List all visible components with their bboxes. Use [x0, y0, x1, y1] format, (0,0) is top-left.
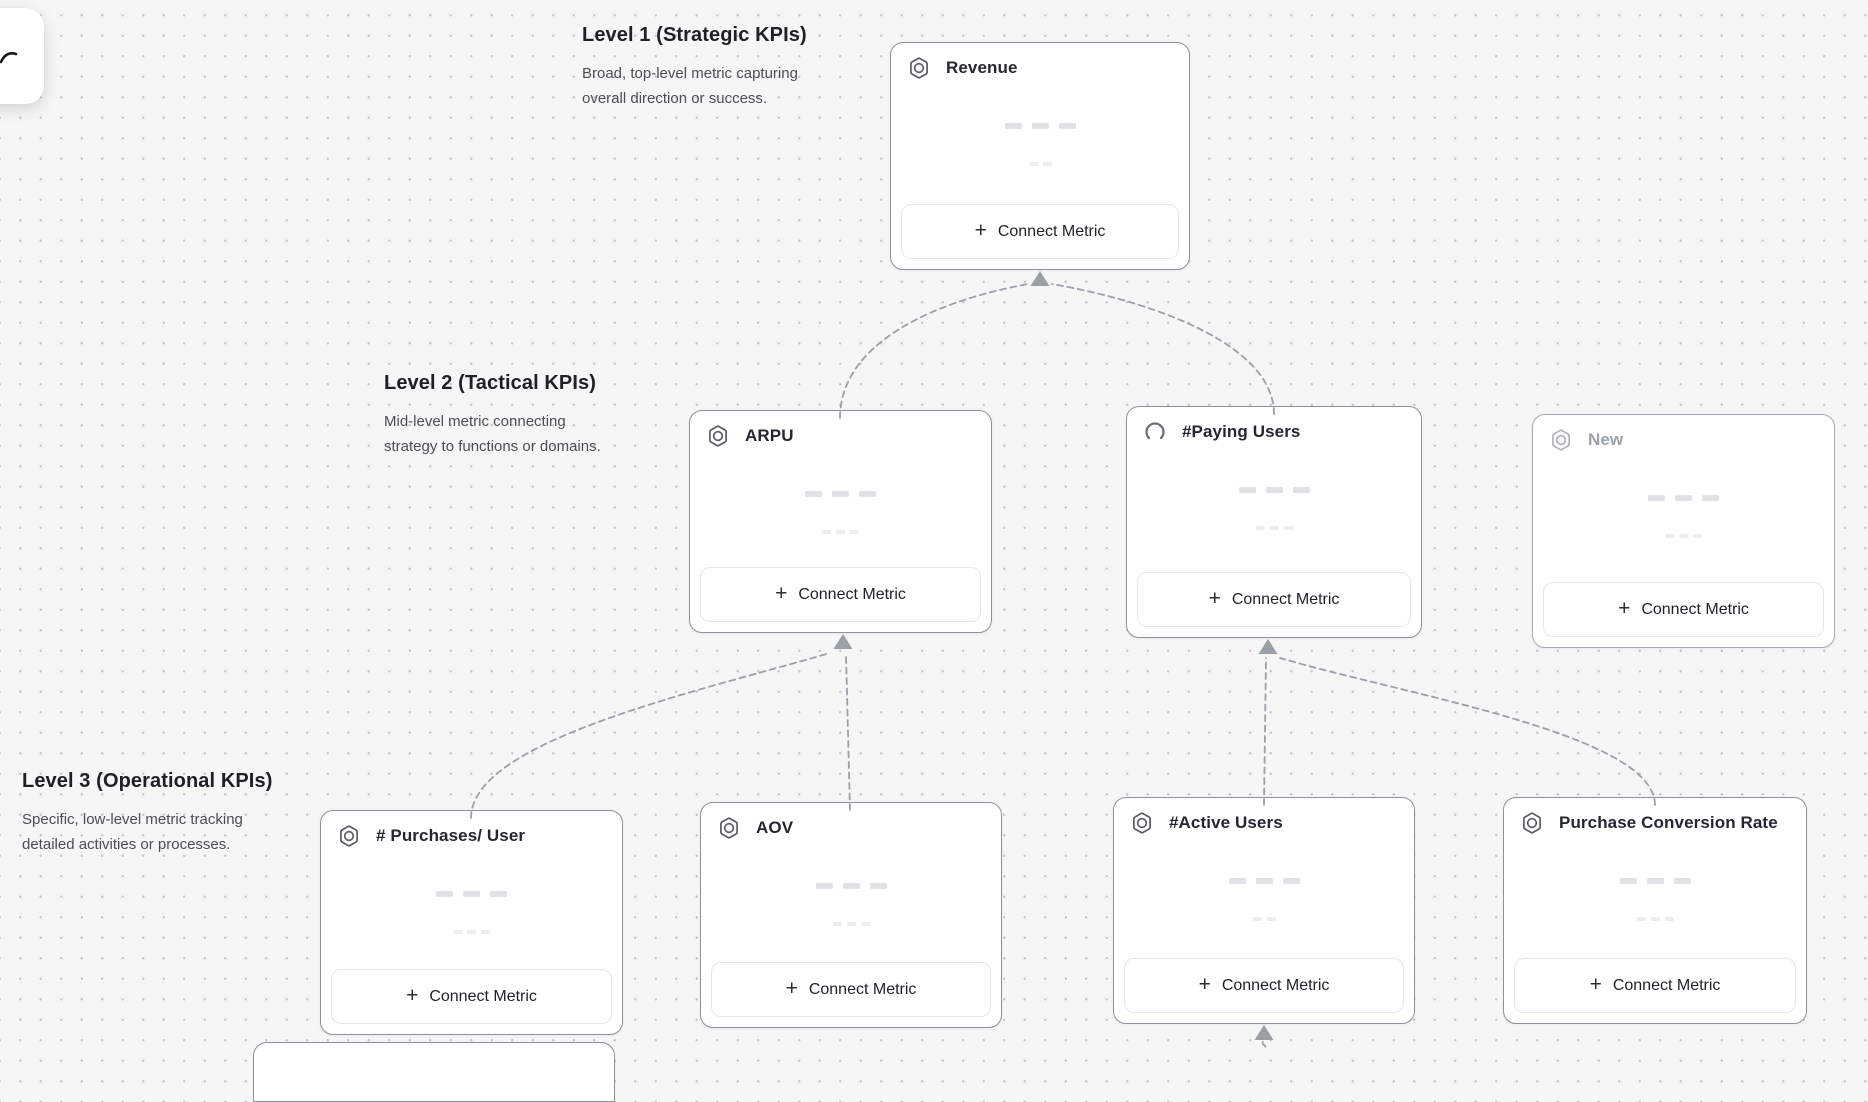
connect-metric-label: Connect Metric [1231, 590, 1340, 608]
metric-card-title: Purchase Conversion Rate [1559, 813, 1778, 832]
level-1-title: Level 1 (Strategic KPIs) [582, 24, 807, 46]
metric-card-aov[interactable]: AOV + Connect Metric [700, 802, 1002, 1028]
metric-hexagon-icon [910, 57, 928, 79]
connect-metric-button[interactable]: + Connect Metric [1137, 572, 1411, 627]
skeleton-row [1127, 487, 1421, 493]
connect-metric-button[interactable]: + Connect Metric [901, 204, 1179, 259]
card-header: AOV [717, 816, 793, 840]
skeleton-row [1114, 878, 1414, 884]
skeleton-row [690, 530, 991, 534]
metric-hexagon-icon [709, 425, 727, 447]
connect-metric-button[interactable]: + Connect Metric [331, 969, 612, 1024]
plus-icon: + [974, 219, 987, 242]
connect-metric-button[interactable]: + Connect Metric [711, 962, 991, 1017]
skeleton-row [690, 491, 991, 497]
metric-card-purchases-per-user[interactable]: # Purchases/ User + Connect Metric [320, 810, 623, 1035]
skeleton-row [321, 930, 622, 934]
skeleton-row [1504, 878, 1806, 884]
plus-icon: + [785, 977, 798, 1000]
card-header: # Purchases/ User [337, 824, 525, 848]
plus-icon: + [1589, 973, 1602, 996]
skeleton-row [701, 922, 1001, 926]
metric-card-active-users[interactable]: #Active Users + Connect Metric [1113, 797, 1415, 1024]
connect-metric-label: Connect Metric [1641, 600, 1749, 618]
metric-card-title: Revenue [946, 58, 1018, 77]
card-header: #Paying Users [1143, 420, 1300, 444]
metric-card-title: AOV [756, 818, 794, 837]
metric-hexagon-icon [1552, 429, 1570, 451]
metric-card-title: #Active Users [1169, 813, 1283, 832]
metric-card-title: # Purchases/ User [376, 826, 526, 845]
skeleton-row [1533, 495, 1834, 501]
card-header: #Active Users [1130, 811, 1283, 835]
metric-card-title: #Paying Users [1182, 422, 1301, 441]
skeleton-row [1533, 534, 1834, 538]
metric-card-paying-users[interactable]: #Paying Users + Connect Metric [1126, 406, 1422, 638]
metric-card-title: ARPU [745, 426, 794, 445]
pen-stroke-icon [0, 52, 18, 64]
connect-metric-label: Connect Metric [1612, 976, 1721, 994]
metric-hexagon-icon [1133, 812, 1151, 834]
connect-metric-button[interactable]: + Connect Metric [1543, 582, 1824, 637]
metric-card-title: New [1588, 430, 1624, 449]
connect-metric-label: Connect Metric [798, 585, 906, 603]
plus-icon: + [1208, 587, 1221, 610]
skeleton-row [891, 162, 1189, 166]
plus-icon: + [1618, 597, 1631, 620]
level-3-title: Level 3 (Operational KPIs) [22, 770, 273, 792]
metric-card-new[interactable]: New + Connect Metric [1532, 414, 1835, 648]
level-2-title: Level 2 (Tactical KPIs) [384, 372, 597, 394]
level-1-description: Broad, top-level metric capturing overal… [582, 65, 798, 107]
metric-card-arpu[interactable]: ARPU + Connect Metric [689, 410, 992, 633]
plus-icon: + [775, 582, 788, 605]
connect-metric-button[interactable]: + Connect Metric [700, 567, 981, 622]
skeleton-row [701, 883, 1001, 889]
connect-metric-label: Connect Metric [1221, 976, 1330, 994]
level-3-description: Specific, low-level metric tracking deta… [22, 811, 243, 853]
metric-hexagon-icon [1523, 812, 1541, 834]
skeleton-row [891, 123, 1189, 129]
connect-metric-button[interactable]: + Connect Metric [1124, 958, 1404, 1013]
level-3-label: Level 3 (Operational KPIs) Specific, low… [22, 770, 272, 857]
skeleton-row [1504, 917, 1806, 921]
connect-metric-label: Connect Metric [997, 222, 1106, 240]
plus-icon: + [406, 984, 419, 1007]
plus-icon: + [1198, 973, 1211, 996]
metric-hexagon-icon [720, 817, 738, 839]
skeleton-row [1114, 917, 1414, 921]
connect-metric-label: Connect Metric [808, 980, 917, 998]
floating-toolbar[interactable] [0, 8, 44, 104]
skeleton-row [321, 891, 622, 897]
level-2-description: Mid-level metric connecting strategy to … [384, 413, 601, 455]
metric-card-partial[interactable] [253, 1042, 615, 1102]
card-header: New [1549, 428, 1623, 452]
card-header: Revenue [907, 56, 1018, 80]
card-header: ARPU [706, 424, 794, 448]
metric-card-revenue[interactable]: Revenue + Connect Metric [890, 42, 1190, 270]
connect-metric-label: Connect Metric [429, 987, 537, 1005]
level-2-label: Level 2 (Tactical KPIs) Mid-level metric… [384, 372, 602, 459]
loading-spinner-icon [1145, 422, 1165, 440]
level-1-label: Level 1 (Strategic KPIs) Broad, top-leve… [582, 24, 807, 111]
skeleton-row [1127, 526, 1421, 530]
connect-metric-button[interactable]: + Connect Metric [1514, 958, 1796, 1013]
metric-card-purchase-conversion-rate[interactable]: Purchase Conversion Rate + Connect Metri… [1503, 797, 1807, 1024]
metric-hexagon-icon [340, 825, 358, 847]
card-header: Purchase Conversion Rate [1520, 811, 1778, 835]
